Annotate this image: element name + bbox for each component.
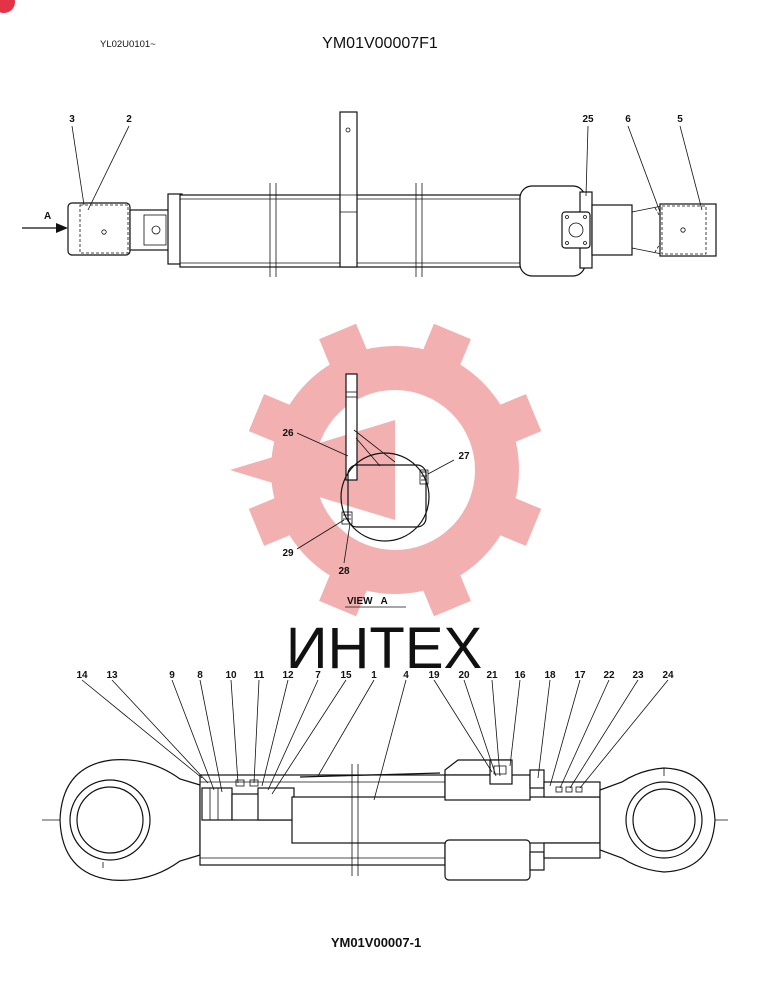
callout-14: 14 — [76, 670, 88, 681]
callout-8: 8 — [197, 670, 203, 681]
gear-tooth — [319, 323, 373, 380]
view-arrow-label: A — [44, 211, 51, 222]
callout-11: 11 — [254, 670, 265, 681]
serial-number: YL02U0101~ — [100, 39, 156, 50]
callout-15: 15 — [340, 670, 352, 681]
cylinder-top-view: A 3 2 25 6 5 — [22, 111, 717, 277]
gear-icon — [230, 323, 542, 617]
view-a-detail: 26 27 29 28 VIEW A — [282, 373, 470, 608]
gear-tooth — [485, 394, 542, 448]
callout-16: 16 — [514, 670, 526, 681]
gear-tooth — [417, 560, 471, 617]
callout-6: 6 — [625, 114, 631, 125]
callout-20: 20 — [458, 670, 470, 681]
callout-27: 27 — [458, 451, 470, 462]
figure-number: YM01V00007-1 — [331, 935, 421, 950]
callout-23: 23 — [632, 670, 644, 681]
drawing-number: YM01V00007F1 — [322, 35, 438, 52]
gear-tooth — [417, 323, 471, 380]
callout-1: 1 — [371, 670, 377, 681]
fitting-bottom — [341, 511, 353, 525]
view-a-title: VIEW A — [347, 596, 388, 607]
callout-5: 5 — [677, 114, 683, 125]
callout-9: 9 — [169, 670, 175, 681]
callout-4: 4 — [403, 670, 409, 681]
watermark-text: ИНТЕХ — [286, 616, 482, 681]
gear-tooth — [485, 492, 542, 546]
corner-badge — [0, 0, 15, 13]
gear-tooth — [319, 560, 373, 617]
gear-tooth — [248, 492, 305, 546]
callout-2: 2 — [126, 114, 132, 125]
callout-18: 18 — [544, 670, 556, 681]
callout-17: 17 — [574, 670, 586, 681]
callout-24: 24 — [662, 670, 674, 681]
callout-12: 12 — [282, 670, 294, 681]
callout-21: 21 — [486, 670, 498, 681]
cylinder-section-view: 14 13 9 8 10 11 12 7 15 1 4 19 20 21 16 … — [42, 670, 728, 881]
callout-26: 26 — [282, 428, 294, 439]
callout-7: 7 — [315, 670, 321, 681]
callout-22: 22 — [603, 670, 615, 681]
callout-28: 28 — [338, 566, 350, 577]
gear-tooth — [248, 394, 305, 448]
callout-3: 3 — [69, 114, 75, 125]
fitting-right — [419, 469, 429, 485]
callout-29: 29 — [282, 548, 294, 559]
callout-19: 19 — [428, 670, 440, 681]
watermark-logo: ИНТЕХ — [230, 323, 542, 681]
callout-13: 13 — [106, 670, 118, 681]
callout-10: 10 — [225, 670, 237, 681]
callout-25: 25 — [582, 114, 594, 125]
